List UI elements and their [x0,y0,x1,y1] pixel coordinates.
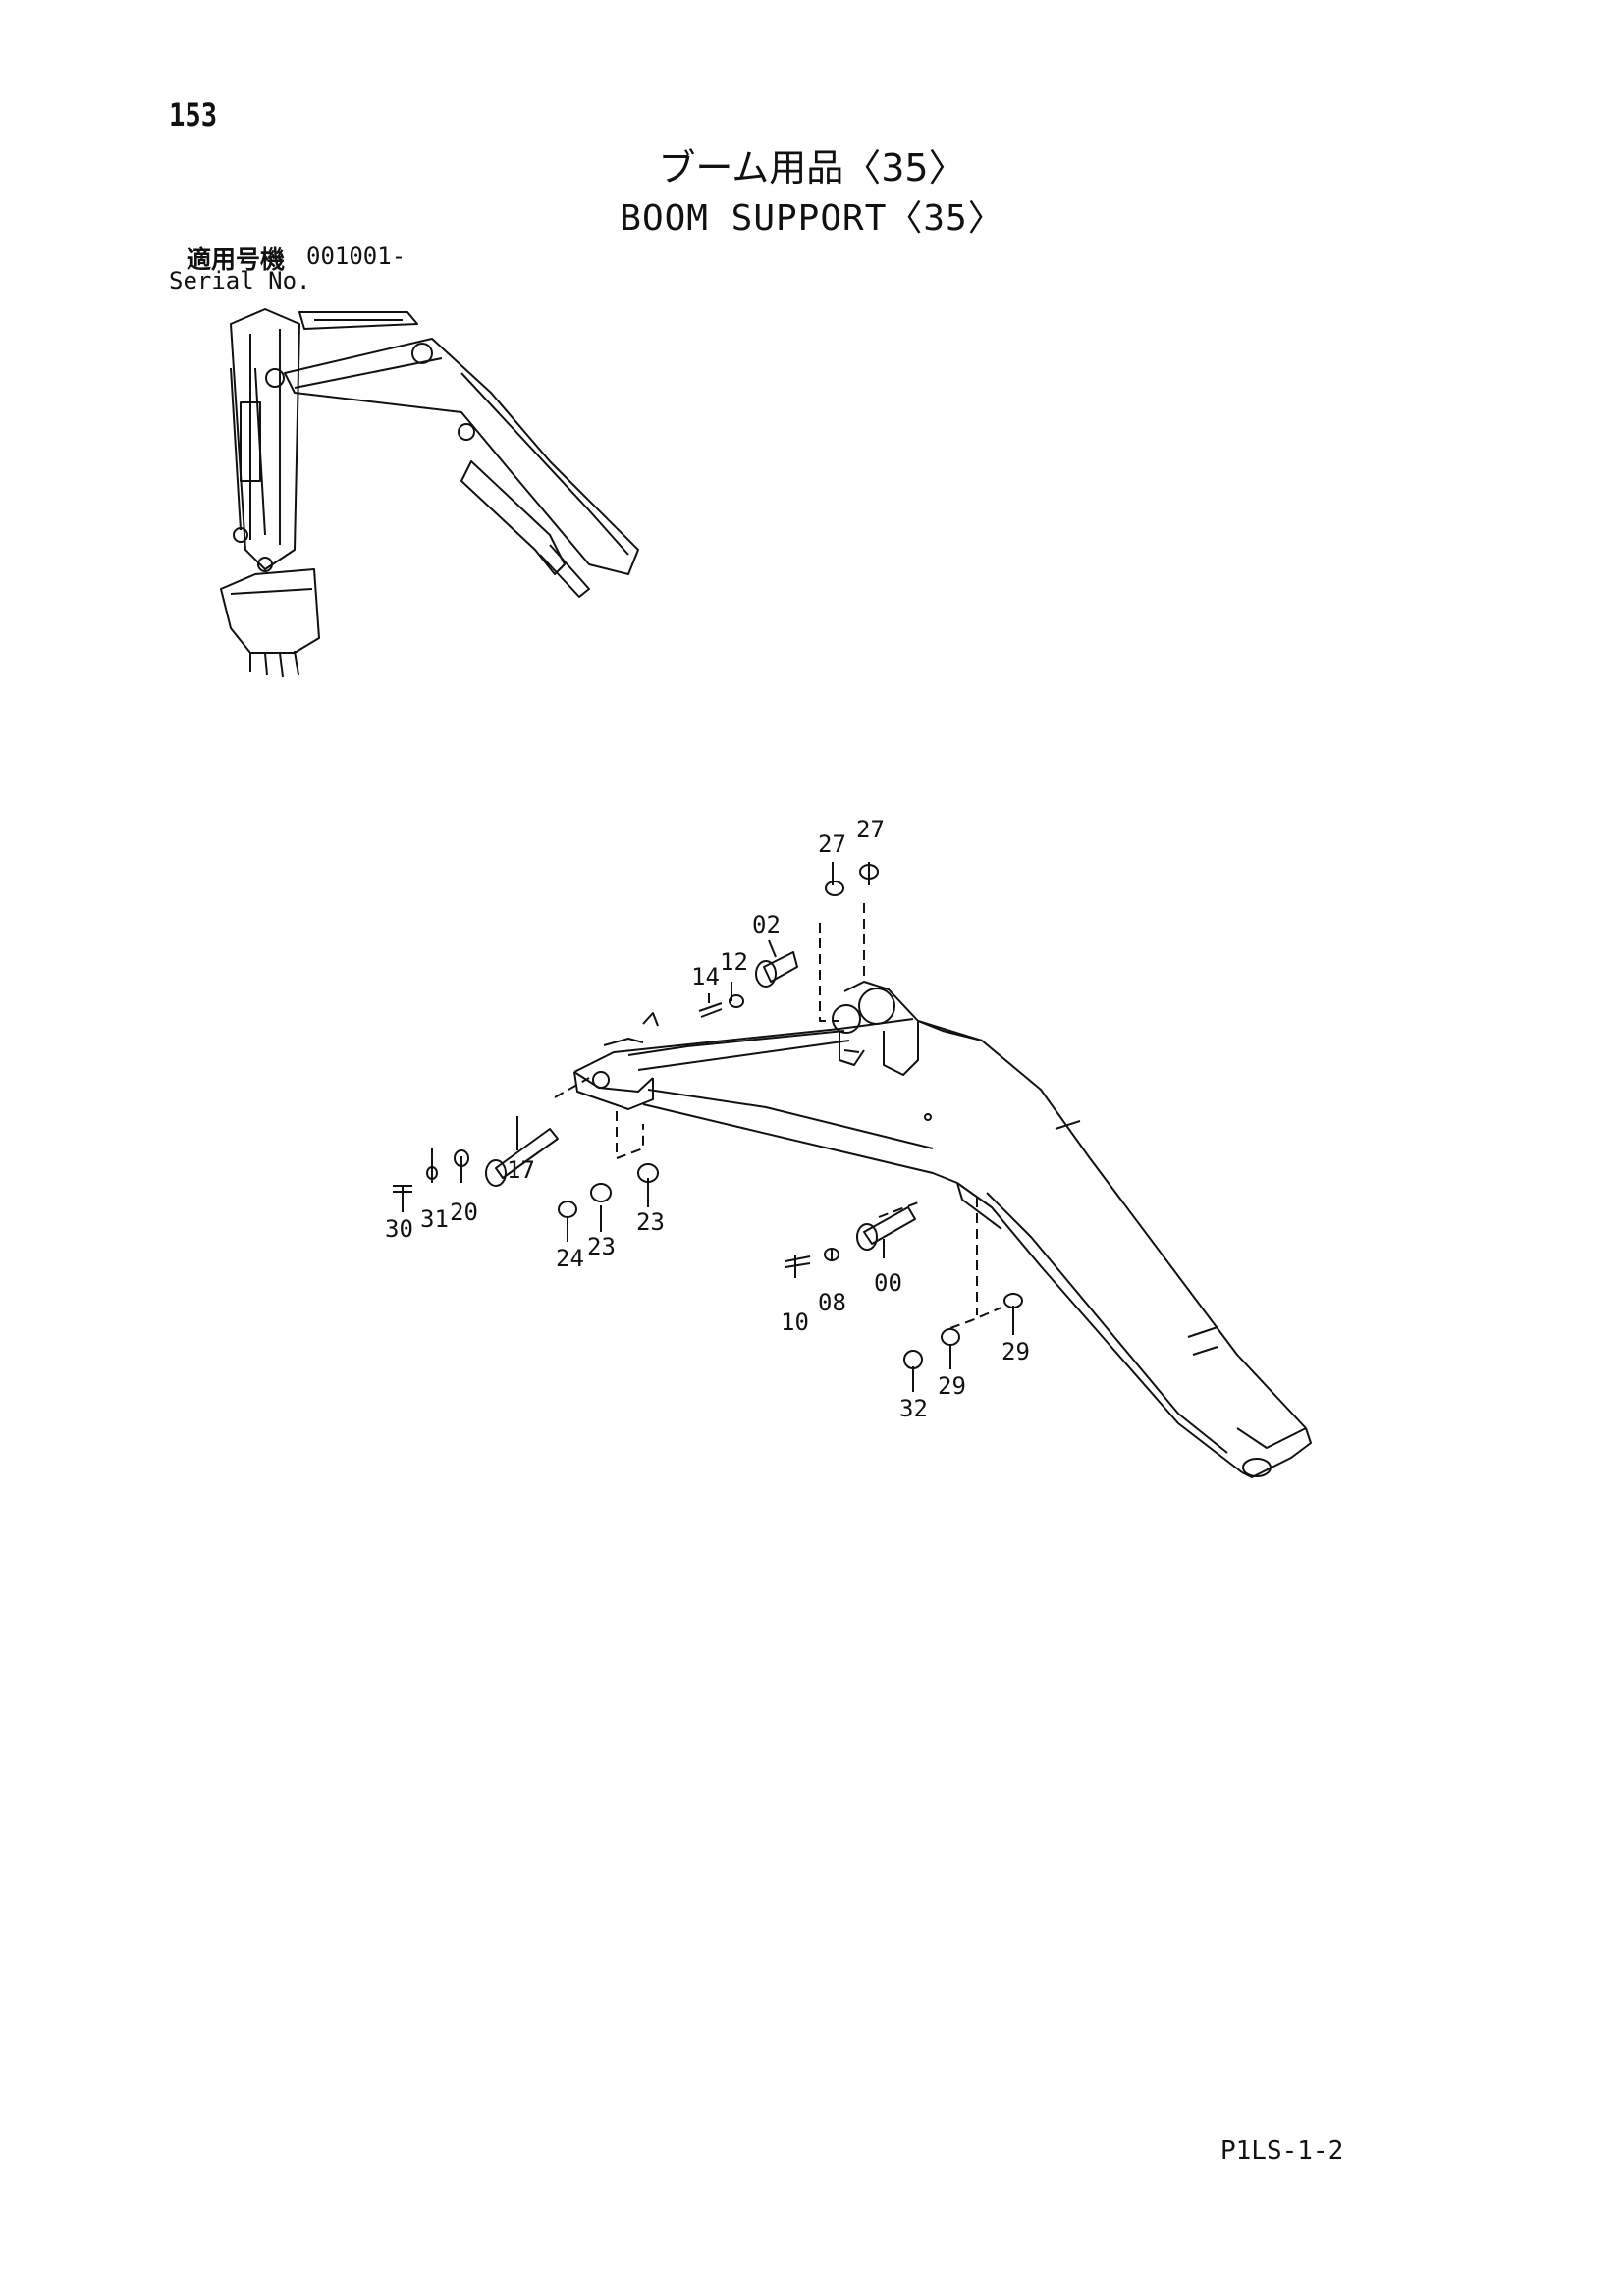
callout-labels: 27 27 02 14 12 17 30 31 20 24 23 23 10 0… [385,816,1030,1422]
serial-label-english: Serial No. [169,267,311,294]
boom-main [573,981,1312,1478]
callout-29: 29 [1001,1338,1030,1365]
callout-00: 00 [874,1269,902,1297]
callout-02: 02 [752,911,781,938]
leader-lines [402,862,1014,1392]
serial-label-japanese: 適用号機 [187,245,286,274]
callout-29: 29 [938,1372,966,1400]
callout-27: 27 [818,830,846,858]
callout-27: 27 [856,816,885,843]
callout-23: 23 [636,1208,665,1236]
callout-24: 24 [556,1245,584,1272]
pin-17 [495,1128,559,1179]
callout-08: 08 [818,1289,846,1316]
washer-27a [825,881,844,896]
bolt-14 [698,1002,723,1018]
callout-32: 32 [899,1395,928,1422]
pin-02 [763,951,798,983]
excavator-thumbnail [220,308,639,678]
washer-27b [859,864,879,880]
page-number: 153 [169,96,218,133]
parts [393,864,1023,1369]
callout-23: 23 [587,1233,616,1260]
callout-14: 14 [691,963,720,990]
document-code: P1LS-1-2 [1220,2136,1344,2165]
callout-20: 20 [450,1199,478,1226]
callout-17: 17 [507,1156,535,1184]
title-english: BOOM SUPPORT〈35〉 [620,198,1004,239]
callout-10: 10 [781,1308,809,1336]
pin-00 [863,1206,916,1245]
callout-12: 12 [720,948,748,976]
callout-31: 31 [420,1205,449,1233]
serial-number-value: 001001- [306,242,406,270]
callout-30: 30 [385,1215,413,1243]
title-japanese: ブーム用品〈35〉 [658,146,966,189]
